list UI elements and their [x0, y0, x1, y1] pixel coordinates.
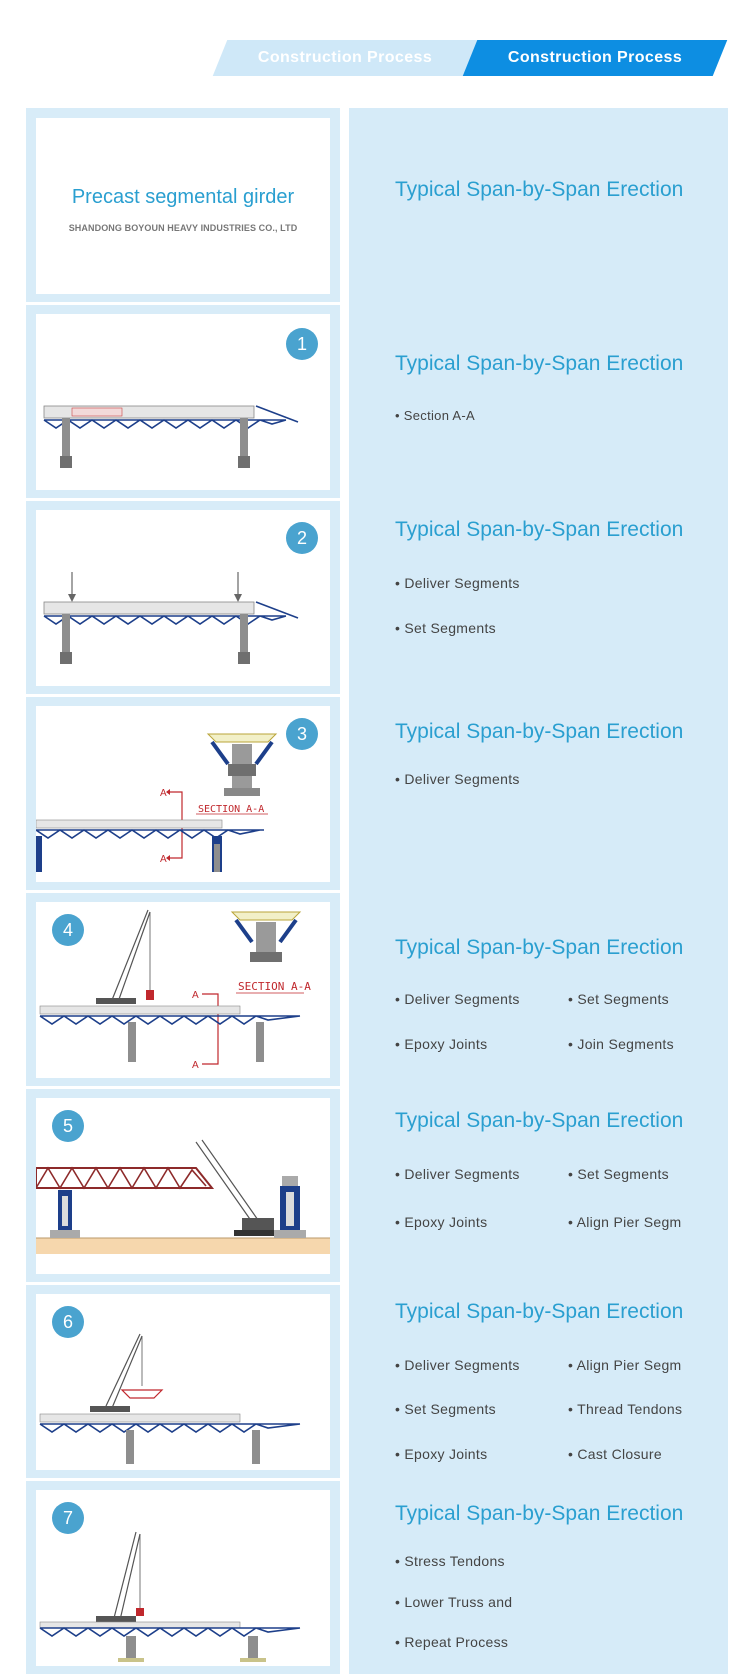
step-6-bullet-5: • Epoxy Joints: [395, 1446, 488, 1462]
row-divider: [26, 302, 340, 305]
step-2-bullet-1: • Deliver Segments: [395, 575, 520, 591]
crane-erection-diagram: [39, 1531, 301, 1662]
step-6-bullet-3: • Set Segments: [395, 1401, 496, 1417]
step-2-badge: 2: [286, 522, 318, 554]
crane-erection-diagram: SECTION A-A A A: [39, 909, 311, 1071]
crane-erection-diagram: [39, 1333, 301, 1464]
description-column: [349, 108, 728, 1674]
row-divider: [26, 1282, 340, 1285]
step-5-bullet-1: • Deliver Segments: [395, 1166, 520, 1182]
intro-subtitle: SHANDONG BOYOUN HEAVY INDUSTRIES CO., LT…: [68, 223, 298, 233]
section-marker-a-bottom: A: [192, 1060, 199, 1071]
section-aa-label: SECTION A-A: [198, 804, 264, 815]
step-3-diagram: SECTION A-A A A 3: [36, 706, 330, 882]
step-7-bullet-3: • Repeat Process: [395, 1634, 509, 1650]
section-marker-a-top: A: [160, 788, 167, 799]
step-6-bullet-2: • Align Pier Segm: [568, 1357, 682, 1373]
step-3-bullet-1: • Deliver Segments: [395, 771, 520, 787]
step-6-bullet-4: • Thread Tendons: [568, 1401, 683, 1417]
tab-construction-process-active[interactable]: Construction Process: [462, 40, 728, 76]
step-1-title: Typical Span-by-Span Erection: [395, 352, 684, 375]
step-3-title: Typical Span-by-Span Erection: [395, 720, 684, 743]
section-aa-label: SECTION A-A: [238, 980, 311, 993]
truss-launch-diagram: [36, 1139, 330, 1254]
step-1-bullet-1: • Section A-A: [395, 408, 475, 423]
header: Construction Process Construction Proces…: [0, 0, 750, 100]
step-5-badge: 5: [52, 1110, 84, 1142]
row-divider: [26, 1478, 340, 1481]
step-5-bullet-3: • Epoxy Joints: [395, 1214, 488, 1230]
step-2-title: Typical Span-by-Span Erection: [395, 518, 684, 541]
row-divider: [26, 890, 340, 893]
step-4-badge: 4: [52, 914, 84, 946]
step-4-bullet-2: • Set Segments: [568, 991, 669, 1007]
step-6-badge: 6: [52, 1306, 84, 1338]
step-1-badge: 1: [286, 328, 318, 360]
section-marker-a-top: A: [192, 990, 199, 1001]
step-4-bullet-3: • Epoxy Joints: [395, 1036, 488, 1052]
bridge-span-diagram: [43, 572, 299, 664]
step-6-diagram: 6: [36, 1294, 330, 1470]
step-4-diagram: SECTION A-A A A 4: [36, 902, 330, 1078]
row-divider: [26, 1086, 340, 1089]
step-4-bullet-4: • Join Segments: [568, 1036, 674, 1052]
step-1-diagram: 1: [36, 314, 330, 490]
step-2-diagram: 2: [36, 510, 330, 686]
intro-panel: Precast segmental girder SHANDONG BOYOUN…: [36, 118, 330, 294]
step-7-diagram: 7: [36, 1490, 330, 1666]
step-6-bullet-1: • Deliver Segments: [395, 1357, 520, 1373]
bridge-span-diagram: [43, 405, 299, 468]
step-7-bullet-2: • Lower Truss and: [395, 1594, 513, 1610]
step-5-bullet-2: • Set Segments: [568, 1166, 669, 1182]
step-7-badge: 7: [52, 1502, 84, 1534]
step-5-bullet-4: • Align Pier Segm: [568, 1214, 682, 1230]
step-7-bullet-1: • Stress Tendons: [395, 1553, 505, 1569]
row-divider: [26, 498, 340, 501]
tab-construction-process-inactive[interactable]: Construction Process: [212, 40, 478, 76]
intro-title: Precast segmental girder: [71, 186, 295, 208]
step-6-bullet-6: • Cast Closure: [568, 1446, 662, 1462]
step-3-badge: 3: [286, 718, 318, 750]
step-6-title: Typical Span-by-Span Erection: [395, 1300, 684, 1323]
step-7-title: Typical Span-by-Span Erection: [395, 1502, 684, 1525]
row-divider: [26, 694, 340, 697]
intro-heading: Typical Span-by-Span Erection: [395, 178, 684, 201]
step-2-bullet-2: • Set Segments: [395, 620, 496, 636]
step-4-bullet-1: • Deliver Segments: [395, 991, 520, 1007]
section-marker-a-bottom: A: [160, 854, 167, 865]
step-4-title: Typical Span-by-Span Erection: [395, 936, 684, 959]
step-5-title: Typical Span-by-Span Erection: [395, 1109, 684, 1132]
bridge-section-diagram: SECTION A-A A A: [36, 733, 278, 872]
step-5-diagram: 5: [36, 1098, 330, 1274]
